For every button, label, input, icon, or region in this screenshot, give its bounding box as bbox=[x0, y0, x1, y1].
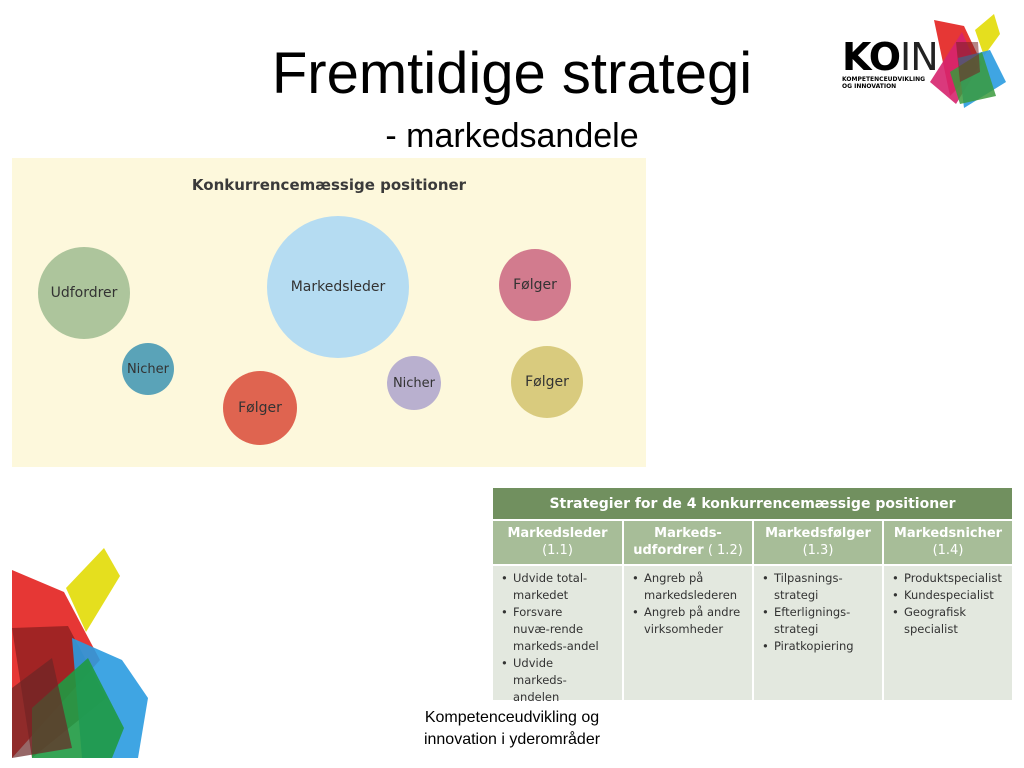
column-header-nicher: Markedsnicher (1.4) bbox=[884, 521, 1012, 564]
column-header-folger: Markedsfølger (1.3) bbox=[754, 521, 882, 564]
column-name: Markedsfølger bbox=[765, 526, 871, 541]
column-name: Markedsleder bbox=[507, 526, 608, 541]
column-name-2: udfordrer bbox=[633, 543, 704, 558]
column-body-nicher: Produktspecialist Kundespecialist Geogra… bbox=[884, 566, 1012, 700]
logo-tagline: KOMPETENCEUDVIKLING OG INNOVATION bbox=[842, 76, 926, 90]
bubble-label: Nicher bbox=[392, 375, 436, 391]
bubble-udfordrer: Udfordrer bbox=[38, 247, 130, 339]
bubble-label: Følger bbox=[525, 374, 569, 390]
strategy-item: Kundespecialist bbox=[890, 587, 1008, 604]
strategy-item: Forsvare nuvæ-rende markeds-andel bbox=[499, 604, 599, 655]
koin-logo: KOIN KOMPETENCEUDVIKLING OG INNOVATION bbox=[842, 35, 939, 90]
strategy-item: Angreb på markedslederen bbox=[630, 570, 748, 604]
column-body-udfordrer: Angreb på markedslederen Angreb på andre… bbox=[624, 566, 752, 700]
bubble-folger-red: Følger bbox=[223, 371, 297, 445]
strategies-title: Strategier for de 4 konkurrencemæssige p… bbox=[493, 488, 1012, 519]
bubble-markedsleder: Markedsleder bbox=[267, 216, 409, 358]
strategy-item: Efterlignings-strategi bbox=[760, 604, 856, 638]
column-code: (1.3) bbox=[802, 543, 834, 558]
bubble-label: Følger bbox=[513, 277, 557, 293]
strategy-item: Angreb på andre virksomheder bbox=[630, 604, 748, 638]
positions-title: Konkurrencemæssige positioner bbox=[191, 176, 467, 194]
bubble-label: Markedsleder bbox=[290, 279, 386, 295]
strategy-item: Tilpasnings-strategi bbox=[760, 570, 856, 604]
footer-line-1: Kompetenceudvikling og bbox=[424, 709, 600, 726]
strategy-item: Piratkopiering bbox=[760, 638, 878, 655]
bubble-nicher-lavender: Nicher bbox=[387, 356, 441, 410]
strategy-item: Geografisk specialist bbox=[890, 604, 970, 638]
positions-panel: Konkurrencemæssige positioner Udfordrer … bbox=[12, 158, 646, 467]
footer-line-2: innovation i yderområder bbox=[423, 731, 601, 748]
bubble-folger-pink: Følger bbox=[499, 249, 571, 321]
column-name: Markedsnicher bbox=[893, 526, 1003, 541]
slide-title: Fremtidige strategi bbox=[271, 41, 753, 106]
column-code: ( 1.2) bbox=[703, 543, 743, 558]
decorative-shapes bbox=[12, 548, 148, 758]
bubble-label: Følger bbox=[238, 400, 282, 416]
column-header-markedsleder: Markedsleder (1.1) bbox=[493, 521, 622, 564]
strategy-item: Udvide markeds-andelen bbox=[499, 655, 599, 706]
strategy-item: Udvide total-markedet bbox=[499, 570, 599, 604]
bubble-nicher-teal: Nicher bbox=[122, 343, 174, 395]
column-code: (1.4) bbox=[932, 543, 964, 558]
column-name: Markeds- bbox=[654, 526, 722, 541]
strategy-item: Produktspecialist bbox=[890, 570, 1008, 587]
column-body-folger: Tilpasnings-strategi Efterlignings-strat… bbox=[754, 566, 882, 700]
column-body-markedsleder: Udvide total-markedet Forsvare nuvæ-rend… bbox=[493, 566, 622, 704]
bubble-label: Nicher bbox=[126, 361, 170, 377]
logo-mark-rest: IN bbox=[900, 35, 939, 79]
column-code: (1.1) bbox=[542, 543, 573, 558]
slide-subtitle: - markedsandele bbox=[385, 117, 639, 155]
strategies-table: Strategier for de 4 konkurrencemæssige p… bbox=[493, 488, 1012, 704]
koin-logo-graphic bbox=[930, 14, 1006, 108]
column-header-udfordrer: Markeds- udfordrer ( 1.2) bbox=[624, 521, 752, 564]
bubble-label: Udfordrer bbox=[50, 285, 118, 301]
footer-text: Kompetenceudvikling og innovation i yder… bbox=[380, 707, 644, 751]
bubble-folger-olive: Følger bbox=[511, 346, 583, 418]
logo-mark: KO bbox=[842, 35, 901, 79]
